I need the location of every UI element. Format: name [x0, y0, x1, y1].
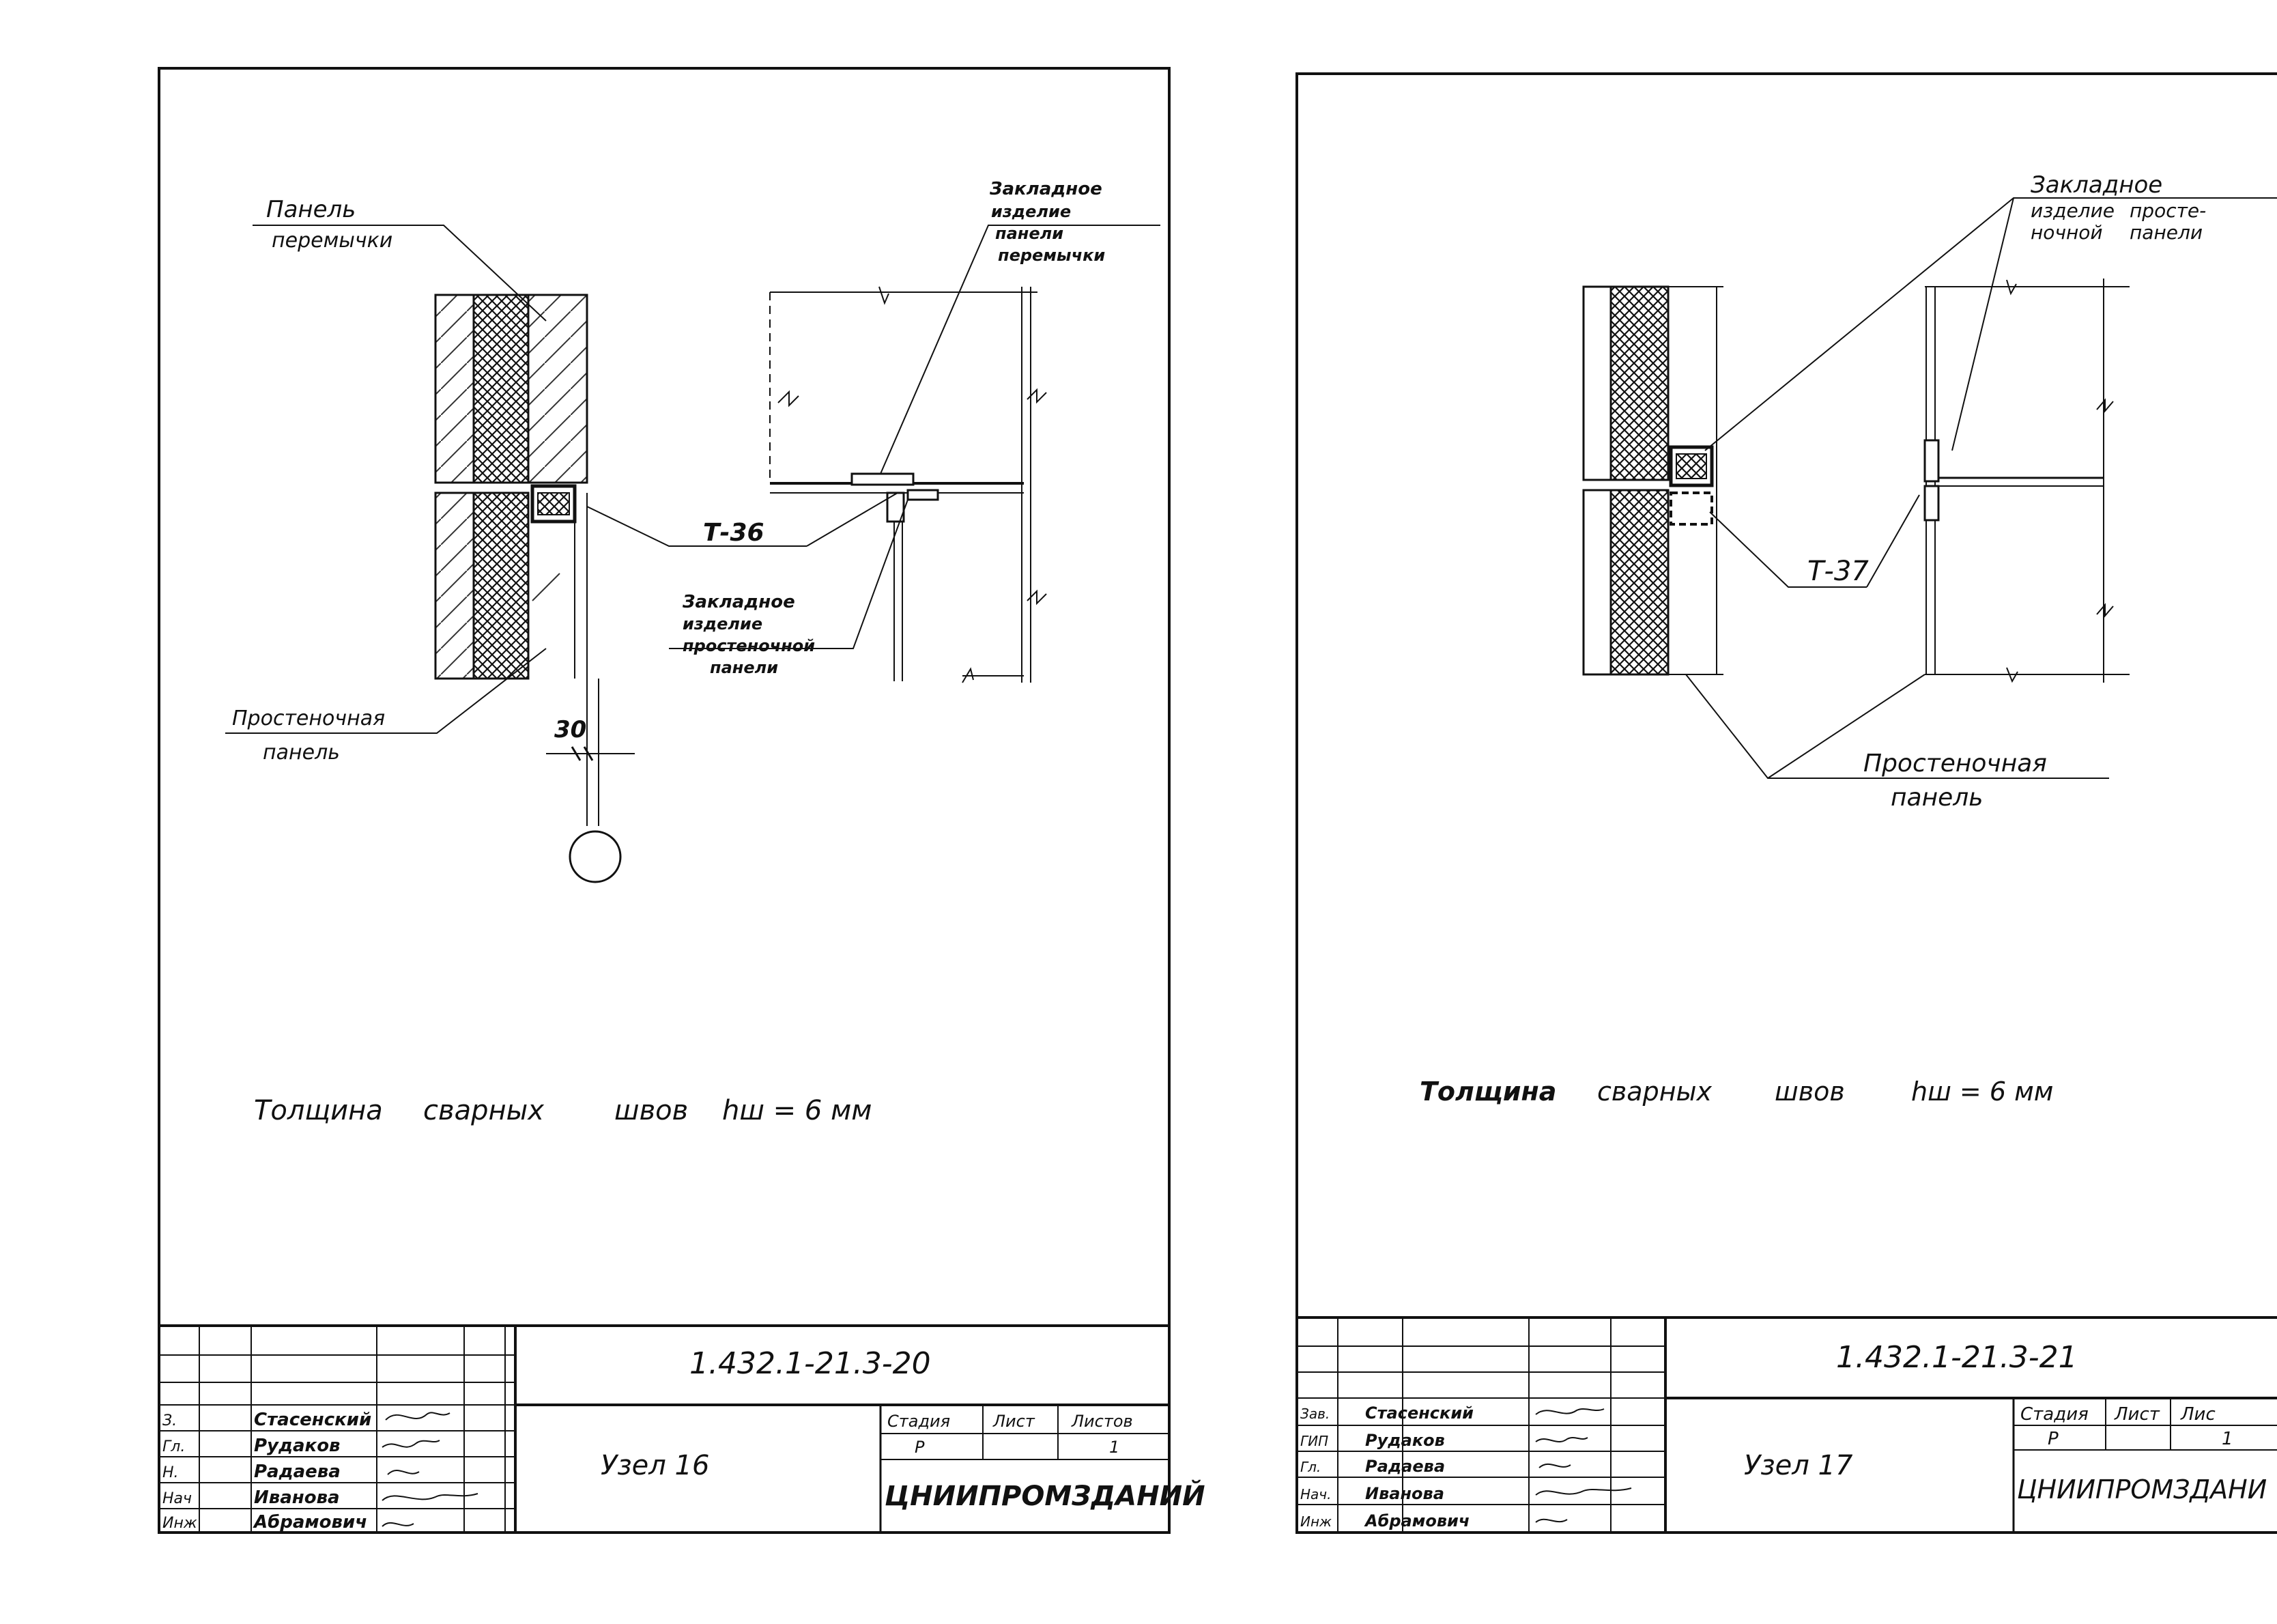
svg-text:Радаева: Радаева	[254, 1462, 341, 1482]
svg-text:Простеночная: Простеночная	[1863, 750, 2047, 778]
signatures-right: Зав. ГИП Гл. Нач. Инж Стасенский Рудаков…	[1300, 1404, 1632, 1530]
svg-text:Закладное: Закладное	[2031, 171, 2162, 199]
svg-text:Толщина: Толщина	[1420, 1077, 1556, 1107]
svg-text:Инж: Инж	[1300, 1513, 1332, 1530]
svg-text:Гл.: Гл.	[1300, 1459, 1321, 1475]
section-marker-circle	[569, 830, 622, 883]
label-embedded-right: Закладное изделие просте- ночной панели	[2031, 171, 2206, 244]
svg-text:hш = 6 мм: hш = 6 мм	[1911, 1077, 2053, 1107]
sheets-value-left: 1	[1109, 1438, 1119, 1457]
label-embedded-pier: Закладное изделие простеночной панели	[682, 592, 815, 677]
svg-text:Гл.: Гл.	[162, 1438, 185, 1455]
svg-text:сварных: сварных	[1597, 1077, 1713, 1107]
stage-header-left: Стадия	[887, 1412, 950, 1431]
svg-text:изделие: изделие	[2031, 199, 2115, 222]
svg-text:панель: панель	[263, 741, 340, 765]
svg-text:перемычки: перемычки	[998, 246, 1105, 265]
svg-text:З.: З.	[162, 1412, 177, 1429]
stage-value-right: Р	[2048, 1429, 2059, 1449]
svg-text:панели: панели	[995, 224, 1063, 243]
svg-text:панель: панель	[1891, 784, 1984, 812]
sheet-header-right: Лист	[2114, 1404, 2160, 1425]
svg-text:Рудаков: Рудаков	[254, 1436, 341, 1456]
svg-text:Нач.: Нач.	[1300, 1486, 1331, 1502]
svg-text:Стасенский: Стасенский	[1365, 1404, 1474, 1423]
svg-text:Инж: Инж	[162, 1515, 197, 1532]
right-sheet: Закладное изделие просте- ночной панели …	[1295, 72, 2277, 1534]
svg-text:Стасенский: Стасенский	[254, 1410, 371, 1430]
org-left: ЦНИИПРОМЗДАНИЙ	[885, 1479, 1205, 1512]
left-leader-lines	[225, 225, 1160, 734]
svg-text:Зав.: Зав.	[1300, 1406, 1330, 1422]
drawing-name-left: Узел 16	[601, 1450, 709, 1481]
svg-text:изделие: изделие	[991, 202, 1071, 221]
svg-text:перемычки: перемычки	[272, 229, 392, 253]
right-plan-view	[1923, 279, 2130, 683]
label-pier-panel-left: Простеночная панель	[232, 707, 385, 765]
svg-text:Закладное: Закладное	[682, 592, 795, 612]
svg-text:швов: швов	[614, 1095, 688, 1126]
right-wall-section	[1582, 285, 1723, 676]
weld-note-left: Толщина сварных швов hш = 6 мм	[254, 1095, 872, 1126]
signatures-left: З. Гл. Н. Нач Инж Стасенский Рудаков Рад…	[162, 1410, 478, 1533]
sheets-header-right: Лис	[2180, 1404, 2216, 1425]
left-sheet-frame	[158, 67, 1171, 1534]
svg-text:Иванова: Иванова	[254, 1487, 340, 1508]
svg-text:Толщина: Толщина	[254, 1095, 383, 1126]
svg-text:Закладное: Закладное	[989, 179, 1102, 199]
label-t36: Т-36	[703, 519, 764, 547]
org-right: ЦНИИПРОМЗДАНИ	[2017, 1475, 2267, 1505]
stage-value-left: Р	[915, 1438, 925, 1457]
svg-text:сварных: сварных	[423, 1095, 544, 1126]
svg-text:Рудаков: Рудаков	[1365, 1431, 1445, 1450]
right-leader-lines	[1685, 197, 2277, 779]
svg-text:простеночной: простеночной	[683, 636, 815, 655]
svg-text:панели: панели	[710, 658, 778, 677]
drawing-name-right: Узел 17	[1744, 1450, 1853, 1481]
left-sheet: Панель перемычки Закладное изделие панел…	[158, 67, 1205, 1534]
weld-note-right: Толщина сварных швов hш = 6 мм	[1420, 1077, 2053, 1107]
right-sheet-frame	[1295, 72, 2277, 1534]
sheets-header-left: Листов	[1071, 1412, 1133, 1431]
svg-text:Простеночная: Простеночная	[232, 707, 385, 730]
svg-text:hш = 6 мм: hш = 6 мм	[722, 1095, 872, 1126]
label-embedded-lintel: Закладное изделие панели перемычки	[989, 179, 1105, 265]
svg-text:Радаева: Радаева	[1365, 1457, 1445, 1476]
svg-text:просте-: просте-	[2130, 199, 2206, 222]
title-block-left	[159, 1324, 1169, 1533]
label-pier-panel-right: Простеночная панель	[1863, 750, 2047, 812]
left-plan-view	[769, 286, 1047, 683]
svg-text:панели: панели	[2130, 221, 2203, 244]
doc-number-right: 1.432.1-21.3-21	[1836, 1340, 2078, 1375]
svg-text:Нач: Нач	[162, 1490, 192, 1507]
svg-text:изделие: изделие	[683, 614, 762, 633]
label-t37: Т-37	[1807, 556, 1869, 587]
svg-text:швов: швов	[1775, 1077, 1845, 1107]
dimension-30: 30	[554, 716, 586, 743]
svg-text:Абрамович: Абрамович	[1364, 1511, 1470, 1530]
stage-header-right: Стадия	[2020, 1404, 2089, 1425]
svg-text:ГИП: ГИП	[1300, 1433, 1328, 1449]
title-block-right	[1297, 1316, 2277, 1533]
sheet-header-left: Лист	[992, 1412, 1035, 1431]
svg-text:Панель: Панель	[266, 196, 356, 223]
svg-text:Абрамович: Абрамович	[253, 1512, 367, 1533]
left-wall-section	[434, 294, 635, 883]
svg-text:ночной: ночной	[2031, 221, 2103, 244]
label-panel-lintel: Панель перемычки	[266, 196, 392, 253]
doc-number-left: 1.432.1-21.3-20	[689, 1346, 931, 1381]
sheet-value-right: 1	[2222, 1429, 2233, 1449]
svg-text:Н.: Н.	[162, 1464, 179, 1481]
svg-text:Иванова: Иванова	[1365, 1484, 1444, 1503]
